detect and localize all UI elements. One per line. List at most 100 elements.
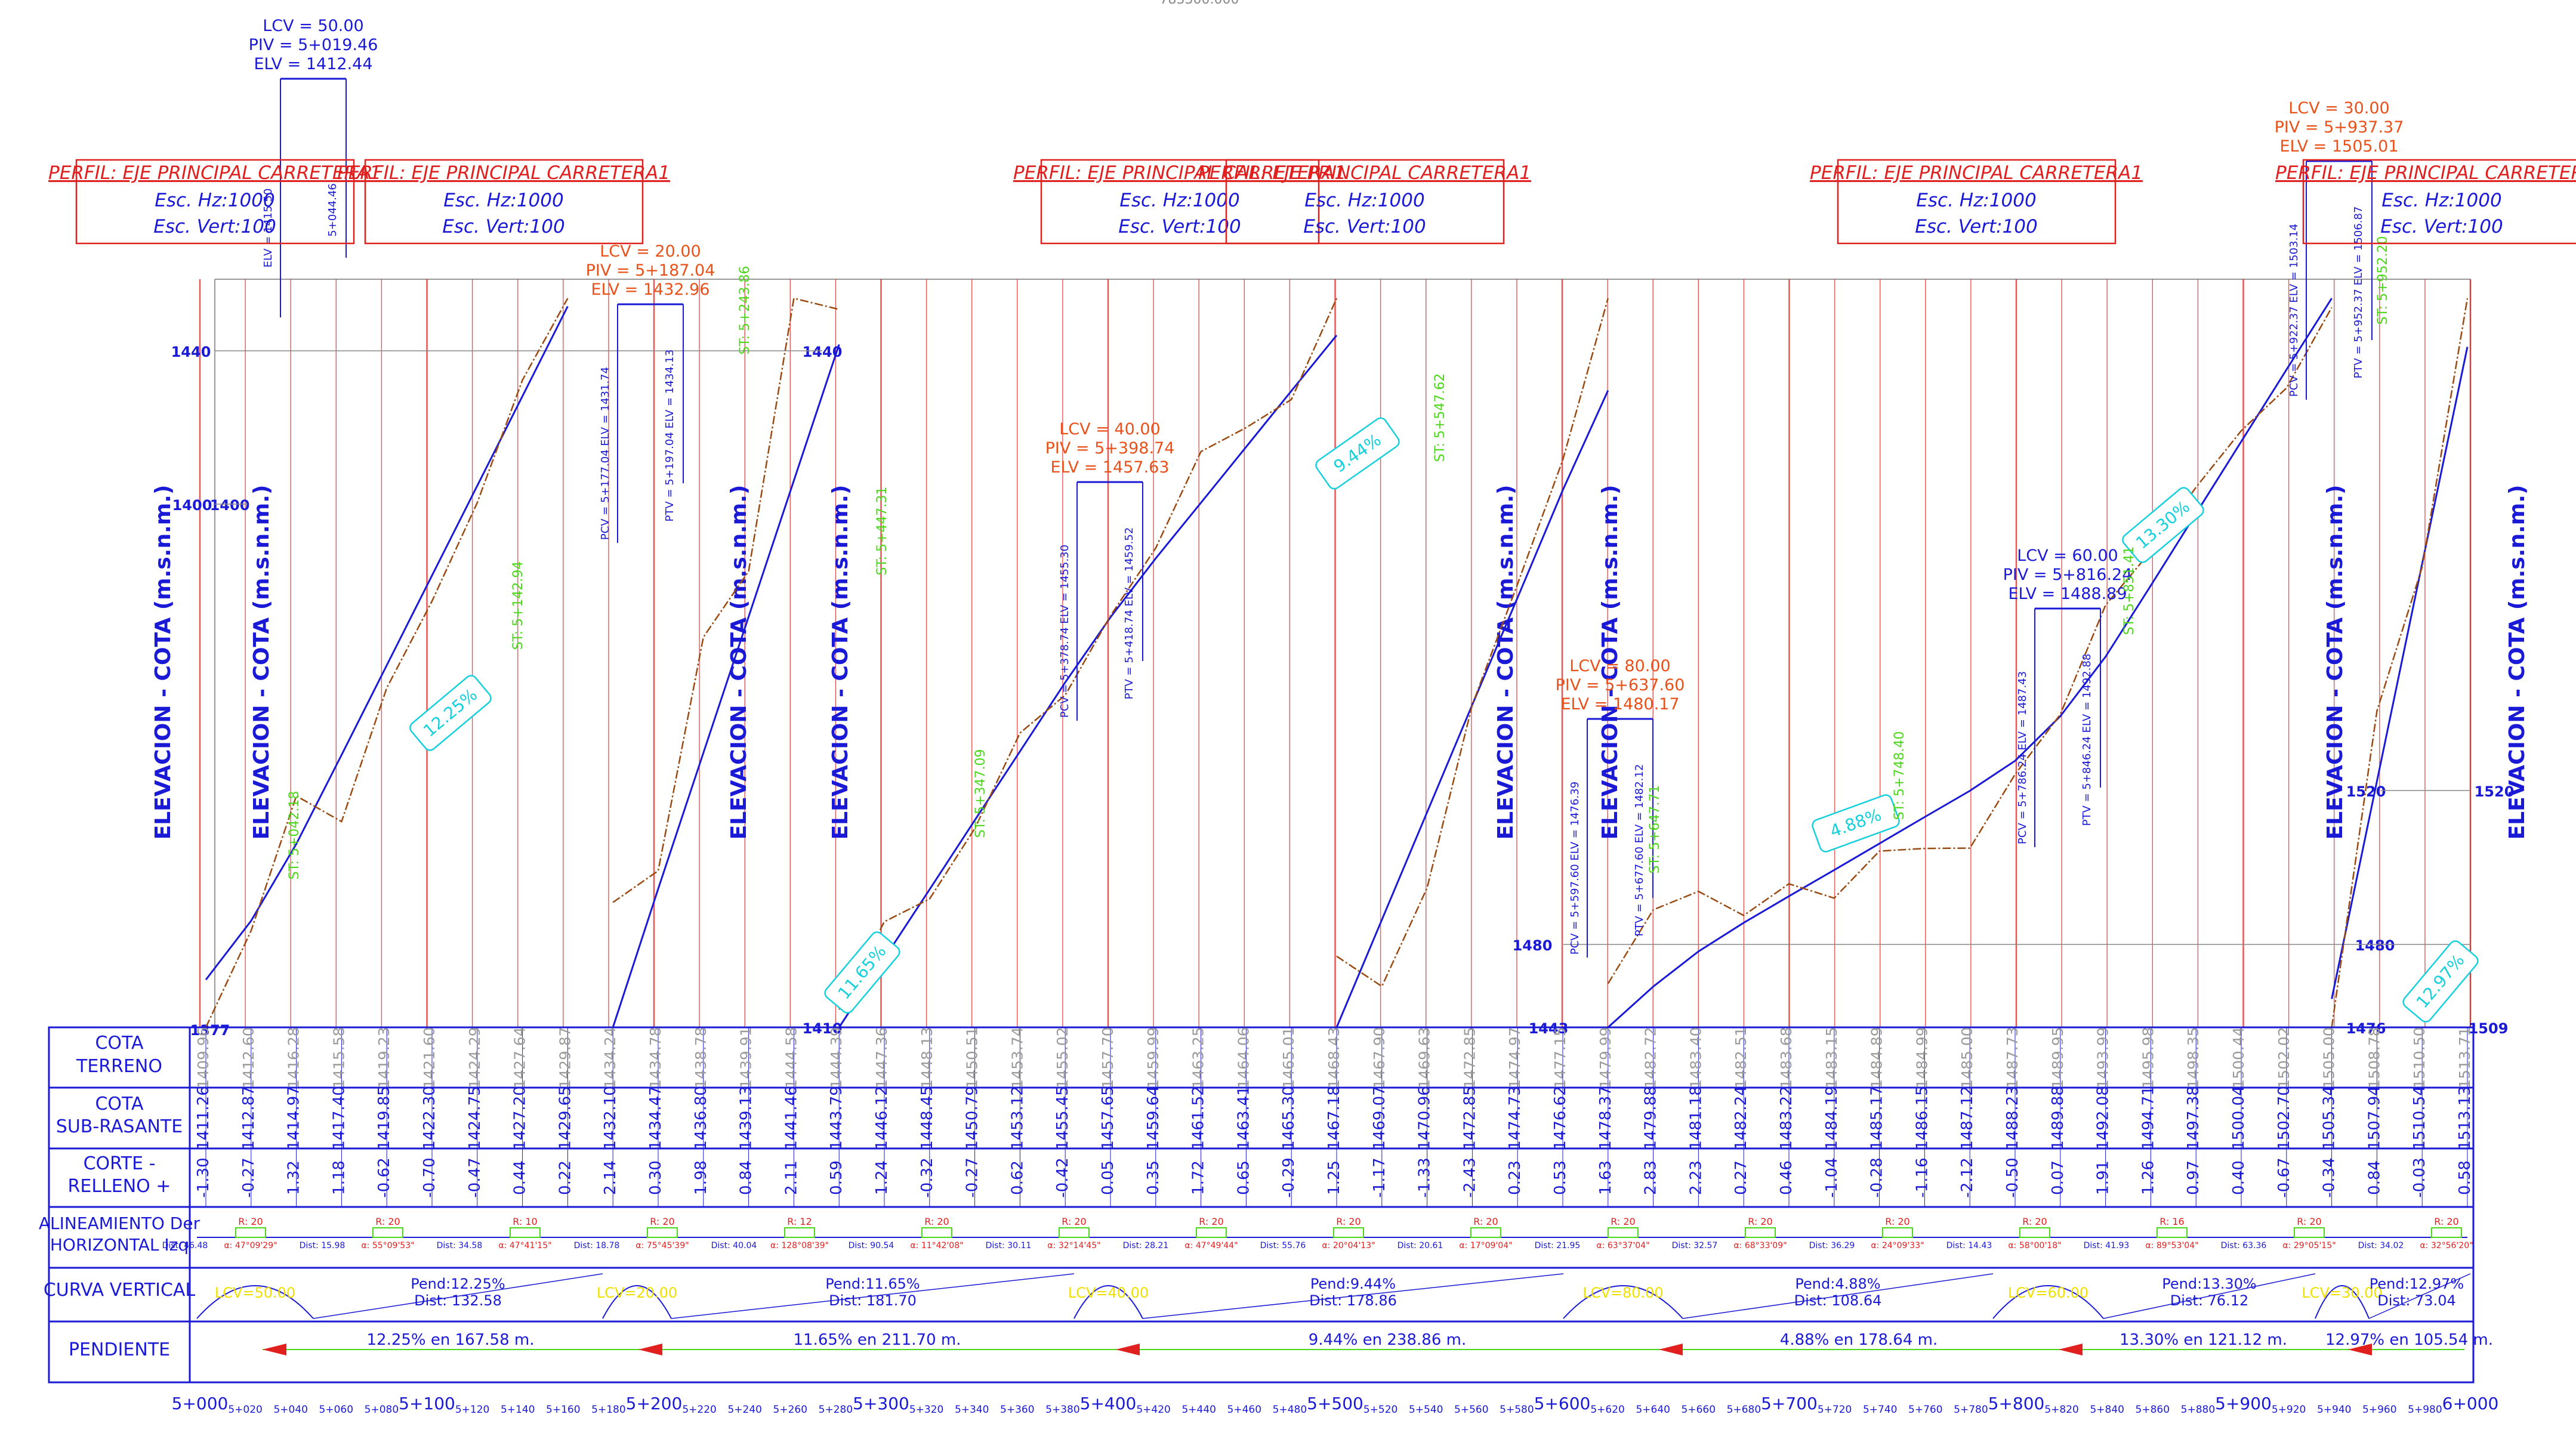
vertical-curve-dist: Dist: 132.58	[414, 1292, 502, 1309]
elevation-axis-label: ELEVACION - COTA (m.s.n.m.)	[2505, 485, 2529, 840]
station-major-label: 6+000	[2442, 1394, 2499, 1413]
cota-terreno-value: 1424.29	[466, 1027, 483, 1088]
corte-relleno-value: 0.27	[1732, 1160, 1750, 1195]
tangent-distance: Dist: 14.43	[1946, 1241, 1992, 1250]
row-label-corte: CORTE - RELLENO +	[68, 1153, 171, 1197]
horizontal-curve-angle: α: 128°08'39"	[770, 1241, 829, 1250]
tangent-distance: Dist: 36.29	[1809, 1241, 1855, 1250]
cota-subrasante-value: 1485.17	[1868, 1086, 1886, 1150]
corte-relleno-value: 0.40	[2230, 1160, 2248, 1195]
corte-relleno-value: 1.63	[1597, 1160, 1615, 1195]
station-note: ST: 5+243.86	[738, 266, 752, 355]
curve-lcv-label: LCV = 30.00	[2288, 99, 2389, 118]
station-major-label: 5+500	[1307, 1394, 1363, 1413]
corte-relleno-value: 1.25	[1325, 1160, 1343, 1195]
cota-subrasante-value: 1453.12	[1008, 1086, 1026, 1150]
corte-relleno-value: -1.17	[1371, 1157, 1389, 1197]
vertical-curve-lcv: LCV=40.00	[1068, 1284, 1149, 1301]
horizontal-curve-box	[2157, 1227, 2188, 1238]
grade-tag-box	[2122, 487, 2204, 563]
cota-subrasante-value: 1481.18	[1687, 1086, 1705, 1150]
cota-subrasante-value: 1459.64	[1144, 1086, 1162, 1150]
cota-terreno-value: 1448.13	[918, 1027, 936, 1088]
subrasante-line	[1607, 298, 2333, 1029]
title-block-hz-scale: Esc. Hz:1000	[155, 190, 274, 211]
horizontal-curve-angle: α: 32°56'20"	[2420, 1241, 2473, 1250]
station-minor-label: 5+040	[273, 1404, 308, 1416]
station-major-label: 5+300	[853, 1394, 909, 1413]
vertical-curve-lcv: LCV=80.00	[1582, 1284, 1663, 1301]
cota-subrasante-value: 1513.13	[2456, 1086, 2474, 1150]
title-block-title: PERFIL: EJE PRINCIPAL CARRETERA1	[1810, 162, 2143, 184]
vertical-curve-arc	[2315, 1285, 2370, 1319]
station-minor-label: 5+920	[2272, 1404, 2306, 1416]
curve-pcv-label: PCV = 5+597.60 ELV = 1476.39	[1569, 782, 1581, 955]
elevation-tick-label: 1440	[171, 344, 211, 360]
horizontal-curve-radius: R: 20	[1199, 1216, 1223, 1227]
elevation-tick-label: 1400	[172, 497, 212, 514]
station-minor-label: 5+980	[2408, 1404, 2442, 1416]
horizontal-curve-radius: R: 20	[1611, 1216, 1635, 1227]
cota-terreno-value: 1489.95	[2049, 1027, 2066, 1088]
corte-relleno-value: -1.30	[195, 1157, 212, 1197]
data-table: COTA TERRENO COTA SUB-RASANTE CORTE - RE…	[39, 1026, 2493, 1384]
tangent-distance: Dist: 30.11	[986, 1241, 1032, 1250]
corte-relleno-value: 0.05	[1099, 1160, 1117, 1195]
subrasante-line	[1335, 390, 1609, 1028]
station-minor-label: 5+680	[1727, 1404, 1761, 1416]
horizontal-curve-radius: R: 20	[924, 1216, 949, 1227]
terrain-line	[1607, 307, 2333, 984]
vertical-curve-arc	[602, 1285, 672, 1319]
curve-pcv-label: PCV = 5+922.37 ELV = 1503.14	[2288, 224, 2300, 397]
cota-terreno-value: 1468.43	[1325, 1027, 1343, 1088]
station-minor-label: 5+840	[2090, 1404, 2124, 1416]
horizontal-curve-angle: α: 20°04'13"	[1322, 1241, 1375, 1250]
station-minor-label: 5+720	[1818, 1404, 1852, 1416]
horizontal-curve-item: R: 20α: 75°45'39"Dist: 18.78	[574, 1216, 689, 1250]
horizontal-curve-angle: α: 75°45'39"	[635, 1241, 689, 1250]
title-block-title: PERFIL: EJE PRINCIPAL CARRETERA1	[337, 162, 670, 184]
grade-tag-box	[1812, 794, 1900, 853]
grade-tag-box	[1315, 417, 1400, 490]
horizontal-curve-box	[1882, 1227, 1913, 1238]
cota-subrasante-value: 1432.10	[601, 1086, 619, 1150]
cota-terreno-value: 1493.99	[2094, 1027, 2112, 1088]
vertical-curve-pend: Pend:4.88%	[1795, 1276, 1880, 1292]
station-minor-label: 5+120	[455, 1404, 490, 1416]
grade-segment-line	[671, 1273, 1075, 1319]
elevation-axis-label: ELEVACION - COTA (m.s.n.m.)	[151, 485, 175, 840]
horizontal-curve-angle: α: 68°33'09"	[1733, 1241, 1787, 1250]
tangent-distance: Dist: 34.02	[2358, 1241, 2404, 1250]
station-minor-label: 5+440	[1181, 1404, 1216, 1416]
corte-relleno-value: -0.42	[1054, 1157, 1072, 1197]
title-block-vert-scale: Esc. Vert:100	[1118, 216, 1241, 237]
cota-subrasante-value: 1465.30	[1280, 1086, 1298, 1150]
pendiente-segment: 4.88% en 178.64 m.	[1659, 1331, 1938, 1355]
station-minor-label: 5+080	[365, 1404, 399, 1416]
curve-lcv-label: LCV = 60.00	[2017, 546, 2118, 565]
curve-elv-label: ELV = 1505.01	[2279, 137, 2398, 156]
cota-subrasante-value: 1455.45	[1054, 1086, 1072, 1150]
pendiente-arrow	[638, 1344, 662, 1355]
station-minor-label: 5+280	[819, 1404, 853, 1416]
pendiente-arrow	[2059, 1344, 2083, 1355]
station-minor-label: 5+240	[727, 1404, 762, 1416]
vertical-curve-arc	[1563, 1285, 1683, 1319]
station-minor-label: 5+420	[1136, 1404, 1171, 1416]
cota-terreno-value: 1419.23	[375, 1027, 393, 1088]
horizontal-curve-angle: α: 47°41'15"	[498, 1241, 551, 1250]
grade-tag-box	[409, 675, 492, 751]
elevation-tick-label: 1480	[2355, 937, 2395, 954]
pendiente-arrow	[2348, 1344, 2372, 1355]
curve-pcv-label: PCV = 5+177.04 ELV = 1431.74	[599, 367, 612, 540]
terrain-line	[838, 298, 1338, 1010]
curve-ptv-label: PTV = 5+846.24 ELV = 1492.88	[2081, 654, 2093, 826]
corte-relleno-value: 0.22	[556, 1160, 574, 1195]
tangent-distance: Dist: 46.48	[162, 1241, 208, 1250]
horizontal-curve-item: R: 10α: 47°41'15"Dist: 34.58	[437, 1216, 552, 1250]
cota-terreno-value: 1483.40	[1687, 1027, 1704, 1088]
